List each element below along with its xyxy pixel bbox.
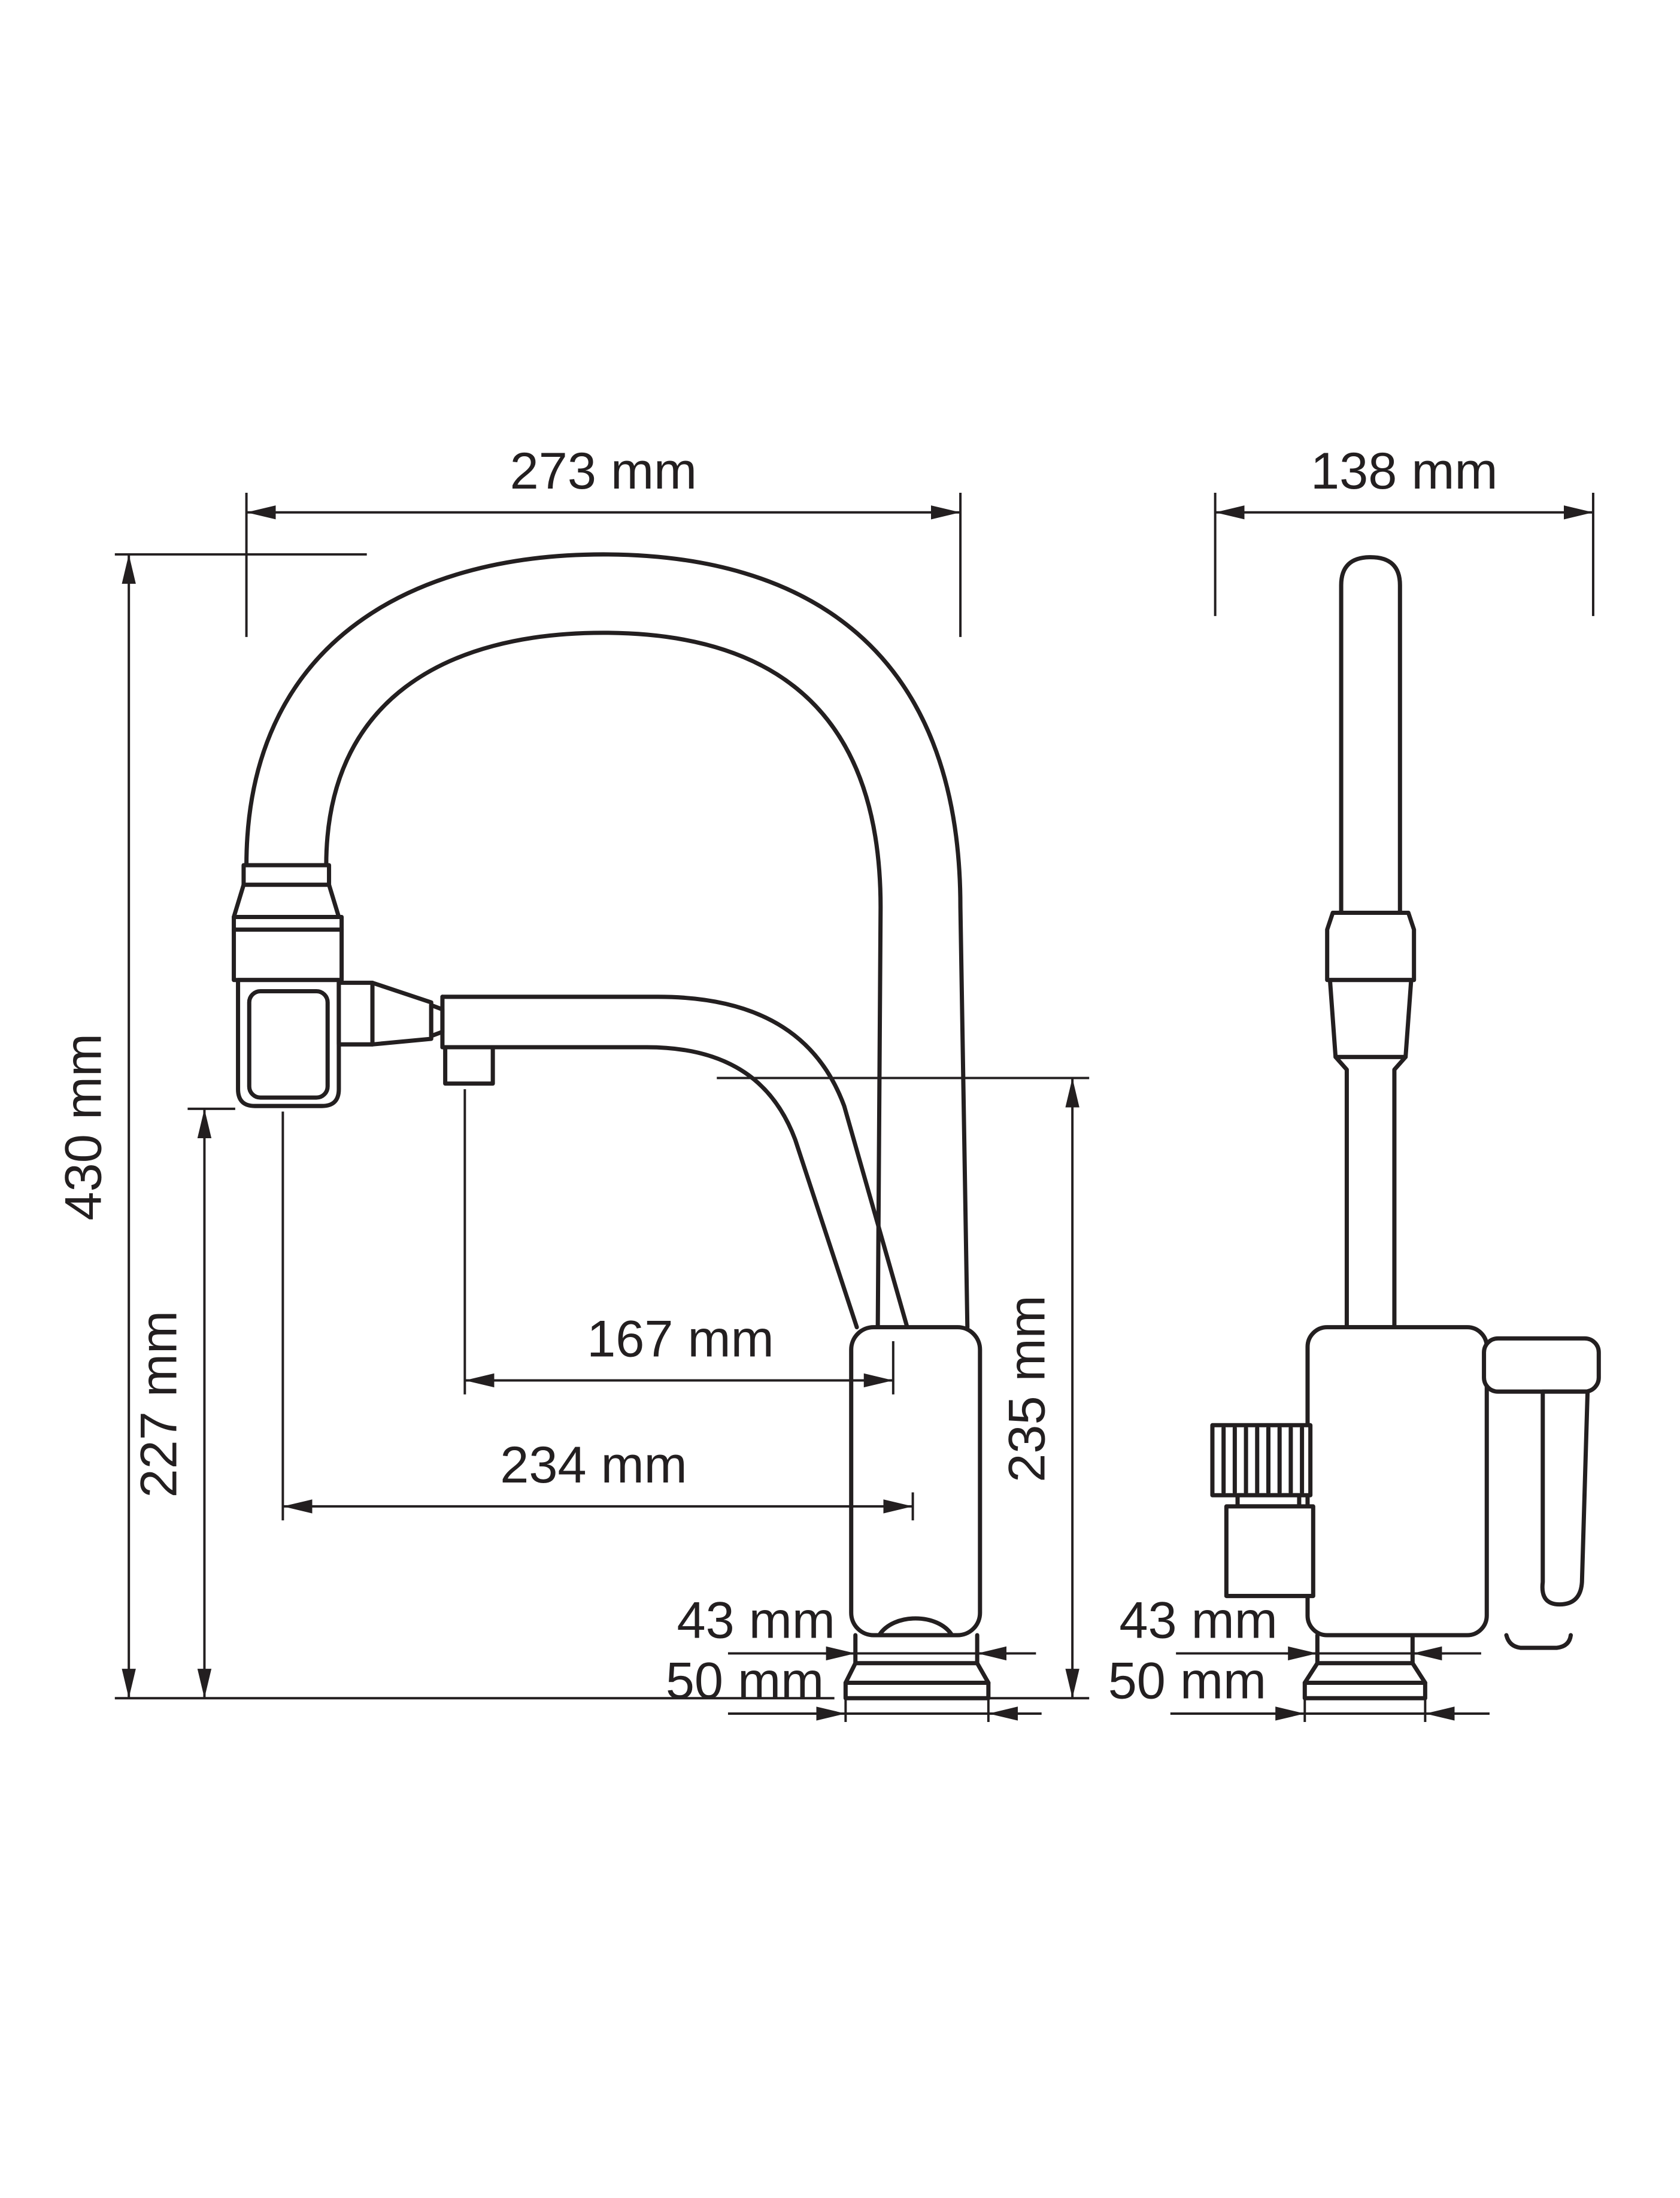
dim-label-spout-outlet-height: 235 mm: [998, 1295, 1056, 1482]
base-flange-front: [843, 1661, 991, 1685]
side-pipe-lower: [1333, 1054, 1408, 1330]
filter-pipe: [1224, 1504, 1315, 1599]
hose-collar: [232, 883, 341, 920]
aerator-curve: [877, 1616, 954, 1638]
base-flange-side: [1302, 1661, 1427, 1685]
dock-tab: [443, 1045, 495, 1086]
dim-label-spray-reach: 234 mm: [500, 1436, 687, 1494]
side-pipe-upper: [1339, 555, 1402, 915]
side-collar-upper: [1325, 911, 1417, 983]
dim-label-spray-outlet-height: 227 mm: [131, 1311, 188, 1497]
spout-arm-bottom: [440, 1045, 859, 1330]
dimension-side-base-flange: 50 mm: [1108, 1652, 1490, 1723]
dimension-spout-reach: 167 mm: [463, 1089, 894, 1394]
dimension-side-base-neck: 43 mm: [1119, 1592, 1481, 1661]
dimension-spray-reach: 234 mm: [281, 1111, 914, 1521]
dim-label-front-base-neck: 43 mm: [677, 1592, 835, 1650]
dim-label-side-base-neck: 43 mm: [1119, 1592, 1277, 1650]
spray-head-panel: [247, 989, 330, 1100]
handle-bar: [1482, 1336, 1601, 1394]
dim-label-overall-depth: 138 mm: [1311, 442, 1497, 500]
dimension-spout-outlet-height: 235 mm: [717, 1077, 1090, 1700]
spout-outlet-tip: [1504, 1633, 1573, 1650]
dimension-front-base-neck: 43 mm: [677, 1592, 1036, 1661]
side-collar-lower: [1327, 978, 1414, 1059]
dim-label-overall-width: 273 mm: [510, 442, 697, 500]
dim-label-spout-reach: 167 mm: [587, 1311, 774, 1368]
base-plate-side: [1302, 1681, 1427, 1700]
dim-label-front-base-flange: 50 mm: [666, 1652, 824, 1709]
hose-outer-arc: [244, 552, 970, 1330]
spray-nozzle: [336, 980, 433, 1047]
spray-head: [236, 978, 341, 1108]
base-plate-front: [843, 1681, 991, 1700]
dimension-overall-width: 273 mm: [245, 442, 962, 637]
dimension-overall-height: 430 mm: [54, 553, 835, 1700]
hose-crimp-ring: [241, 863, 332, 887]
filter-nut-knurling: [1221, 1426, 1305, 1495]
side-view: [1210, 555, 1601, 1700]
hose-inner-arc: [324, 630, 883, 1330]
faucet-body-side: [1305, 1325, 1489, 1638]
filter-nut: [1210, 1423, 1313, 1497]
dim-label-side-base-flange: 50 mm: [1108, 1652, 1266, 1709]
handle-blade: [1540, 1389, 1590, 1607]
dim-label-overall-height: 430 mm: [54, 1033, 112, 1220]
dimension-spray-outlet-height: 227 mm: [131, 1107, 235, 1699]
dimension-front-base-flange: 50 mm: [666, 1652, 1042, 1723]
spout-arm-top: [440, 995, 909, 1330]
front-view: [232, 552, 991, 1700]
faucet-body-front: [849, 1325, 982, 1638]
spray-holder: [232, 915, 344, 983]
dimension-overall-depth: 138 mm: [1214, 442, 1594, 616]
